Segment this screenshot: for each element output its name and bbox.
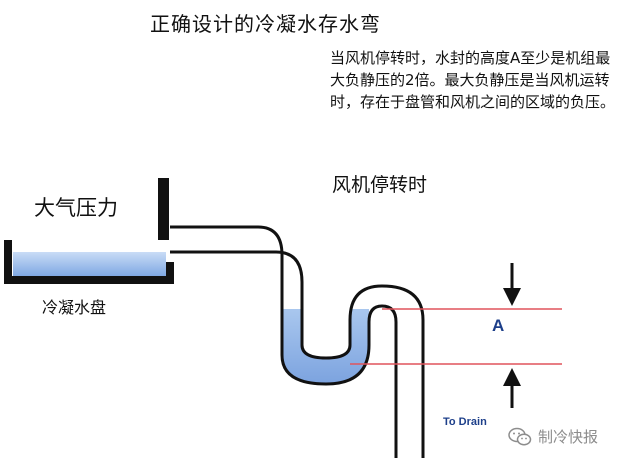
to-drain-label: To Drain xyxy=(443,416,487,428)
fan-stopped-label: 风机停转时 xyxy=(332,174,428,196)
drain-pan-outline xyxy=(4,240,174,284)
dimension-arrow-top xyxy=(503,263,521,306)
trap-pipe-inner-wall xyxy=(170,250,425,458)
watermark: 制冷快报 xyxy=(508,426,598,447)
dimension-arrow-bottom xyxy=(503,368,521,408)
trap-pipe-outer-wall xyxy=(170,225,398,458)
watermark-text: 制冷快报 xyxy=(538,428,599,446)
drain-pan-water xyxy=(13,252,166,276)
unit-casing-wall xyxy=(158,178,169,240)
trap-water xyxy=(282,309,369,384)
explanation-note: 当风机停转时，水封的高度A至少是机组最大负静压的2倍。最大负静压是当风机运转时，… xyxy=(330,49,616,111)
dimension-a-label: A xyxy=(492,316,505,335)
wechat-icon xyxy=(508,427,532,445)
atmospheric-pressure-label: 大气压力 xyxy=(34,196,118,220)
drain-pan-label: 冷凝水盘 xyxy=(42,298,107,317)
page-title: 正确设计的冷凝水存水弯 xyxy=(150,12,381,36)
drain-pan xyxy=(4,240,174,284)
